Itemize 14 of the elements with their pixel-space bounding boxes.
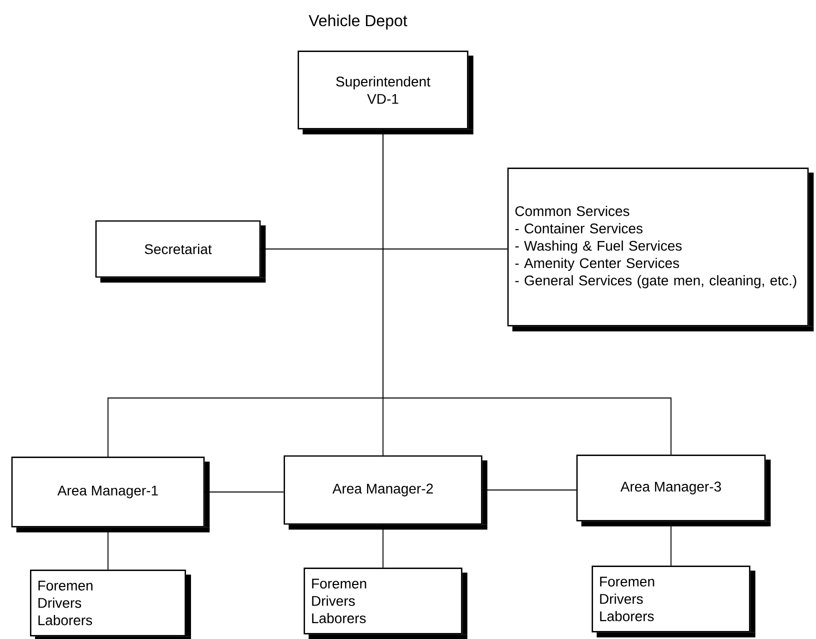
org-box: Area Manager-1	[11, 456, 210, 532]
org-box: Foremen Drivers Laborers	[304, 568, 468, 639]
org-box: Superintendent VD-1	[298, 50, 474, 134]
org-box: Foremen Drivers Laborers	[30, 570, 191, 639]
org-box: Foremen Drivers Laborers	[592, 566, 756, 638]
org-box: Area Manager-3	[576, 454, 771, 526]
connector-line	[382, 524, 384, 568]
connector-line	[670, 520, 672, 566]
connector-line	[382, 128, 672, 456]
org-box: Secretariat	[95, 220, 266, 283]
title: Vehicle Depot	[308, 14, 408, 30]
org-box: Area Manager-2	[284, 455, 488, 530]
services-box: Common Services - Container Services - Washing & Fuel Services - Amenity Center Services - General Services (gate men, cleaning, etc.)	[507, 168, 814, 332]
connector-line	[260, 248, 508, 250]
